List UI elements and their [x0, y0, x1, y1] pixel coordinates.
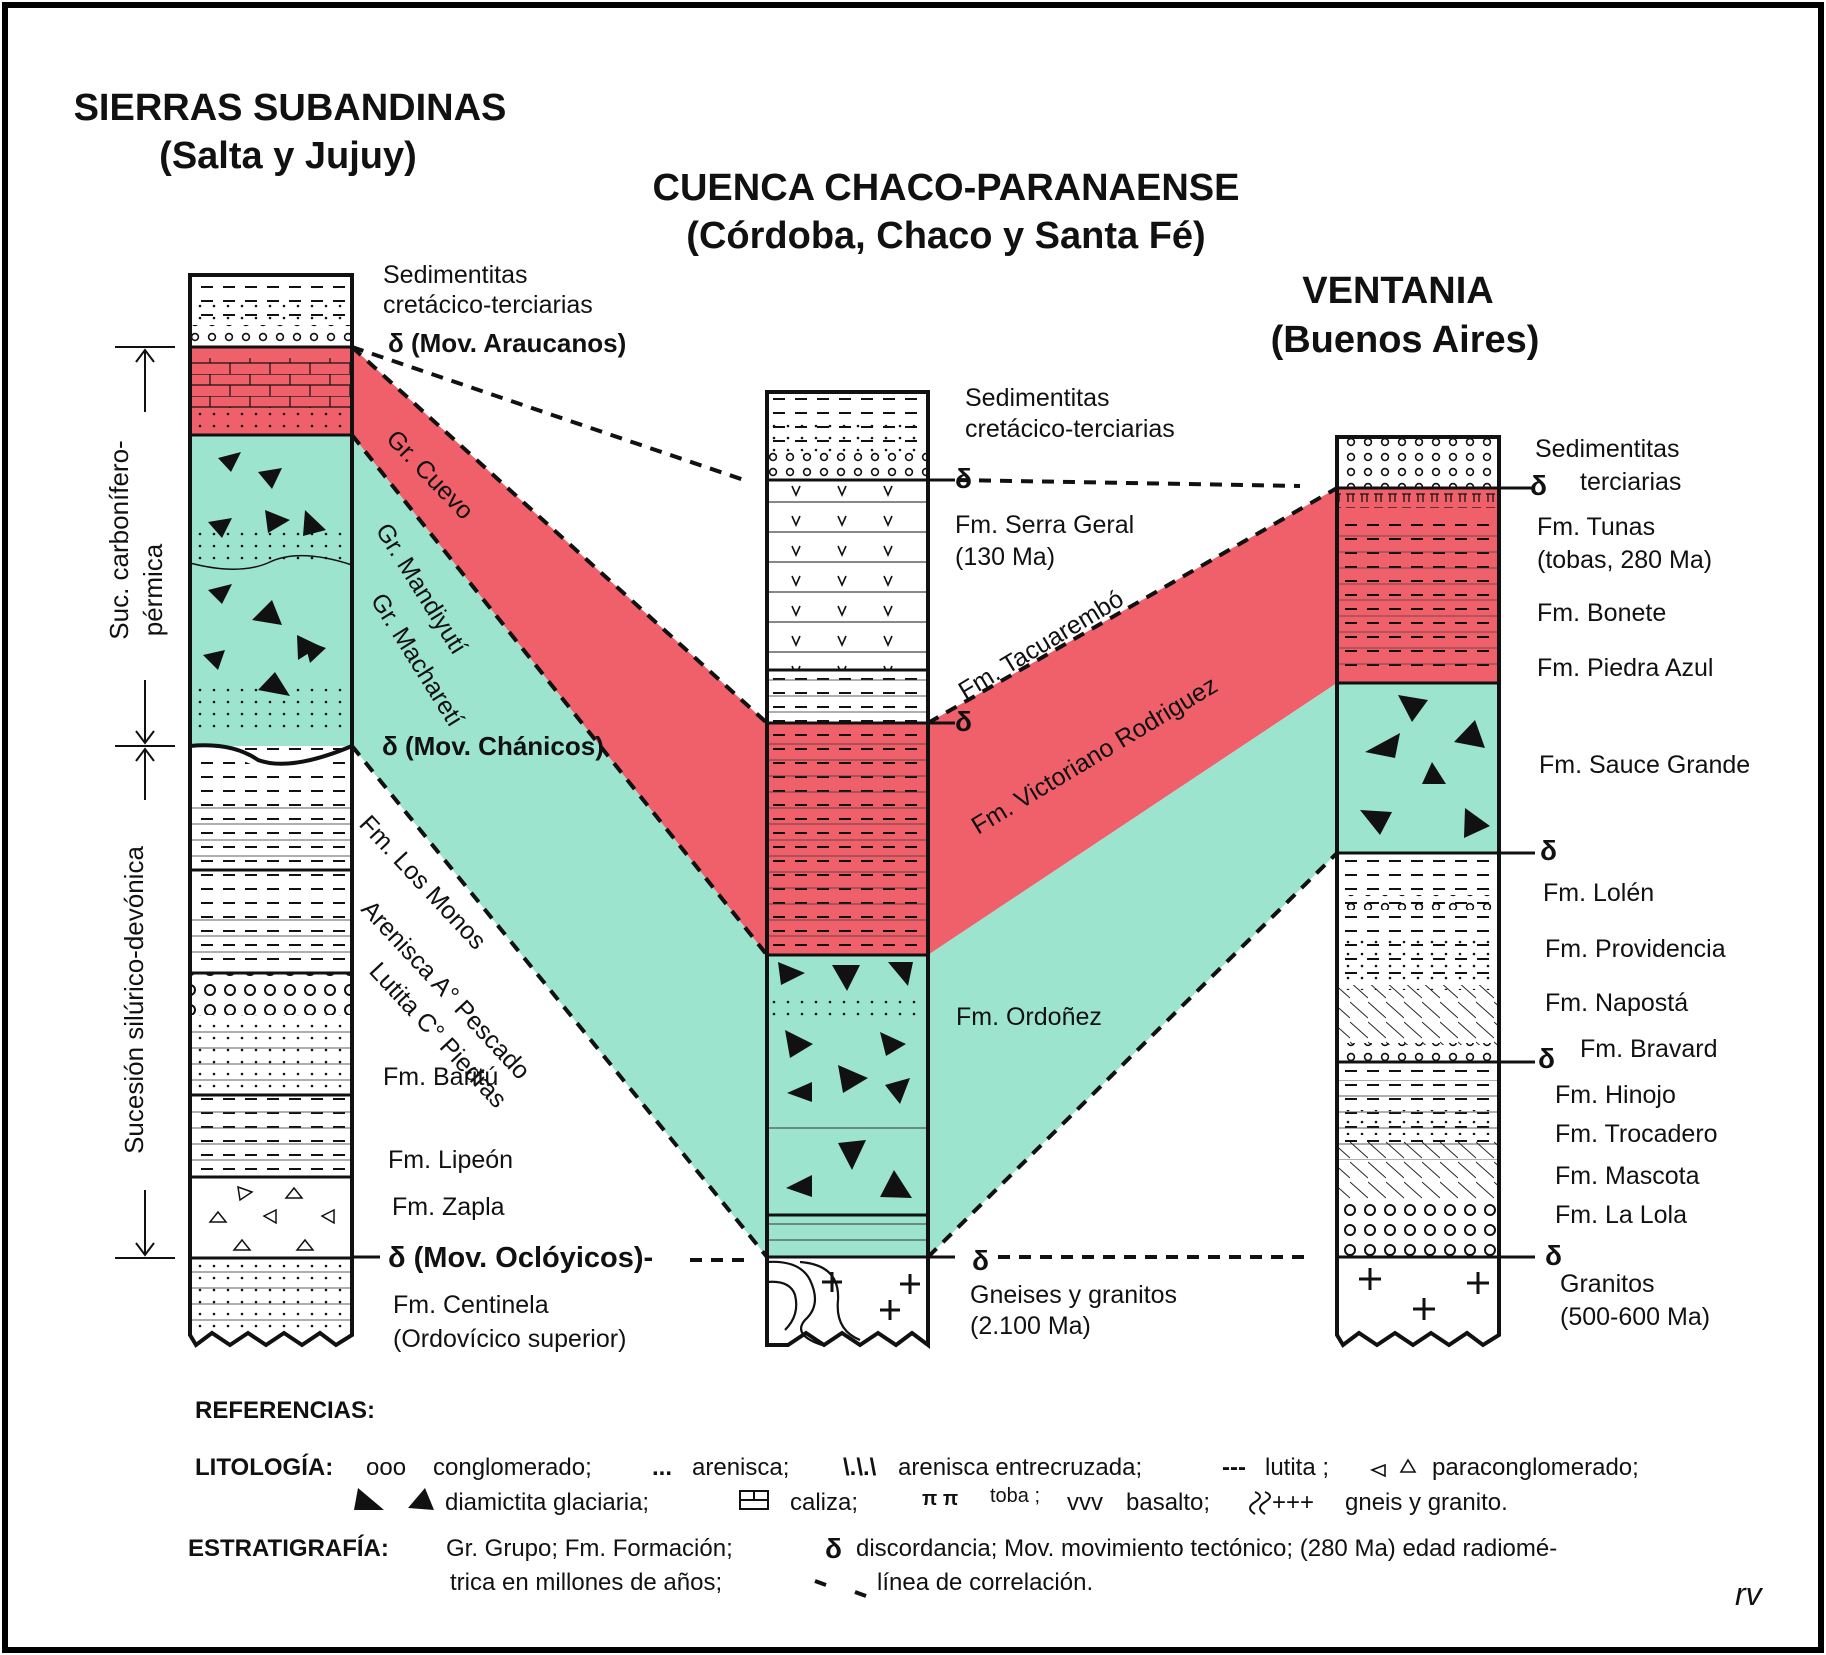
label-c2-delta-bot: δ: [972, 1245, 989, 1276]
label-fm-bravard: Fm. Bravard: [1580, 1035, 1718, 1063]
estratigrafia-label: ESTRATIGRAFÍA:: [188, 1534, 389, 1562]
column-1-labels: Sedimentitas cretácico-terciarias δ (Mov…: [382, 261, 653, 1353]
ref-delta-symbol: δ: [825, 1533, 842, 1564]
label-fm-hinojo: Fm. Hinojo: [1555, 1081, 1676, 1109]
subtitle-cordoba-chaco: (Córdoba, Chaco y Santa Fé): [686, 215, 1205, 257]
litologia-label: LITOLOGÍA:: [195, 1453, 333, 1481]
column-sierras-subandinas: [188, 273, 354, 1348]
label-fm-centinela-1: Fm. Centinela: [393, 1291, 549, 1319]
ref-grupo-formacion: Gr. Grupo; Fm. Formación;: [446, 1535, 733, 1562]
title-ventania: VENTANIA: [1302, 270, 1493, 312]
label-granitos-2: (500-600 Ma): [1560, 1303, 1710, 1331]
caliza-icon: [739, 1490, 769, 1510]
references-title: REFERENCIAS:: [195, 1397, 375, 1424]
ref-gneis-granito: gneis y granito.: [1345, 1489, 1508, 1516]
side-label-carbonifero-1: Suc. carbonífero-: [104, 440, 134, 639]
label-c3-sed-2: terciarias: [1580, 468, 1681, 496]
label-fm-baritu: Fm. Baritú: [383, 1063, 498, 1091]
label-fm-zapla: Fm. Zapla: [392, 1193, 505, 1221]
label-fm-tunas-1: Fm. Tunas: [1537, 513, 1655, 541]
ref-linea-correlacion: línea de correlación.: [877, 1569, 1093, 1596]
column-chaco-paranaense: [765, 390, 930, 1349]
label-fm-bonete: Fm. Bonete: [1537, 599, 1666, 627]
label-c2-delta-mid: δ: [955, 706, 972, 737]
label-c1-sed-2: cretácico-terciarias: [383, 291, 593, 319]
ref-pi-symbol: π π: [922, 1488, 958, 1510]
label-fm-sauce-grande: Fm. Sauce Grande: [1539, 751, 1750, 779]
ref-dots-symbol: ...: [652, 1454, 672, 1481]
ref-cross-symbol: \.\.\: [843, 1454, 877, 1481]
label-c3-delta-bot: δ: [1545, 1240, 1562, 1271]
references: REFERENCIAS: LITOLOGÍA: ooo conglomerado…: [188, 1397, 1639, 1598]
side-brackets: [115, 346, 175, 1259]
label-fm-mascota: Fm. Mascota: [1555, 1162, 1700, 1190]
label-c3-delta-3: δ: [1538, 1043, 1555, 1074]
label-c3-sed-1: Sedimentitas: [1535, 435, 1680, 463]
ref-toba: toba ;: [990, 1485, 1040, 1507]
label-c1-sed-1: Sedimentitas: [383, 261, 528, 289]
ref-diamictita: diamictita glaciaria;: [445, 1489, 649, 1516]
label-mov-chanicos: δ (Mov. Chánicos): [382, 731, 604, 761]
ref-ooo-symbol: ooo: [366, 1454, 406, 1481]
label-gneises-1: Gneises y granitos: [970, 1281, 1177, 1309]
band-carboniferous-permian-red: [352, 347, 1337, 955]
label-fm-piedra-azul: Fm. Piedra Azul: [1537, 654, 1713, 682]
ref-dash-symbol: ---: [1222, 1454, 1246, 1481]
ref-discordancia: discordancia; Mov. movimiento tectónico;…: [856, 1535, 1557, 1562]
subtitle-salta-jujuy: (Salta y Jujuy): [159, 135, 417, 177]
label-mov-ocloyicos: δ (Mov. Oclóyicos)-: [388, 1242, 653, 1274]
column-3-labels: Sedimentitas terciarias δ Fm. Tunas (tob…: [1530, 435, 1750, 1331]
label-fm-serra-geral-2: (130 Ma): [955, 543, 1055, 571]
label-fm-naposta: Fm. Napostá: [1545, 989, 1688, 1017]
ref-lutita: lutita ;: [1265, 1454, 1329, 1481]
label-fm-providencia: Fm. Providencia: [1545, 935, 1726, 963]
side-label-carbonifero-2: pérmica: [138, 543, 168, 636]
label-fm-ordonez: Fm. Ordoñez: [956, 1003, 1102, 1031]
column-2-labels: Sedimentitas cretácico-terciarias δ Fm. …: [955, 384, 1177, 1340]
band-carboniferous-permian-green: [352, 435, 1337, 1257]
title-sierras-subandinas: SIERRAS SUBANDINAS: [74, 87, 507, 129]
ref-basalto: basalto;: [1126, 1489, 1210, 1516]
label-fm-la-lola: Fm. La Lola: [1555, 1201, 1687, 1229]
label-fm-centinela-2: (Ordovícico superior): [393, 1325, 626, 1353]
label-fm-trocadero: Fm. Trocadero: [1555, 1120, 1718, 1148]
label-fm-tunas-2: (tobas, 280 Ma): [1537, 546, 1712, 574]
side-label-silurico: Sucesión silúrico-devónica: [119, 846, 149, 1154]
diamictita-icon-2: [408, 1488, 434, 1510]
title-cuenca-chaco: CUENCA CHACO-PARANAENSE: [653, 167, 1240, 209]
correlation-line-icon: [814, 1579, 867, 1598]
label-c2-sed-2: cretácico-terciarias: [965, 415, 1175, 443]
label-fm-serra-geral-1: Fm. Serra Geral: [955, 511, 1134, 539]
gneis-icon: [1249, 1491, 1271, 1515]
label-c2-delta-top: δ: [955, 463, 972, 494]
correlation-lines: [350, 345, 1339, 1262]
ref-vvv: vvv: [1067, 1489, 1103, 1516]
ref-conglomerado: conglomerado;: [433, 1454, 592, 1481]
label-mov-araucanos: δ (Mov. Araucanos): [388, 328, 626, 358]
ref-plus-symbol: +++: [1272, 1489, 1314, 1516]
column-ventania: [1335, 435, 1501, 1348]
ref-arenisca-entrecruzada: arenisca entrecruzada;: [898, 1454, 1142, 1481]
paraconglomerado-icon-2: [1399, 1458, 1417, 1473]
ref-radiometrica: trica en millones de años;: [450, 1569, 722, 1596]
label-fm-lolen: Fm. Lolén: [1543, 879, 1654, 907]
diamictita-icon: [354, 1488, 384, 1510]
label-granitos-1: Granitos: [1560, 1270, 1654, 1298]
discordance-ticks: [352, 478, 1535, 1259]
signature: rv: [1735, 1576, 1764, 1612]
ref-paraconglomerado: paraconglomerado;: [1432, 1454, 1639, 1481]
label-c2-sed-1: Sedimentitas: [965, 384, 1110, 412]
label-fm-lipeon: Fm. Lipeón: [388, 1146, 513, 1174]
ref-arenisca: arenisca;: [692, 1454, 789, 1481]
label-c3-delta-2: δ: [1540, 835, 1557, 866]
paraconglomerado-icon: [1369, 1463, 1386, 1478]
ref-caliza: caliza;: [790, 1489, 858, 1516]
subtitle-buenos-aires: (Buenos Aires): [1271, 319, 1540, 361]
label-gneises-2: (2.100 Ma): [970, 1312, 1091, 1340]
label-c3-delta-top: δ: [1530, 470, 1547, 501]
